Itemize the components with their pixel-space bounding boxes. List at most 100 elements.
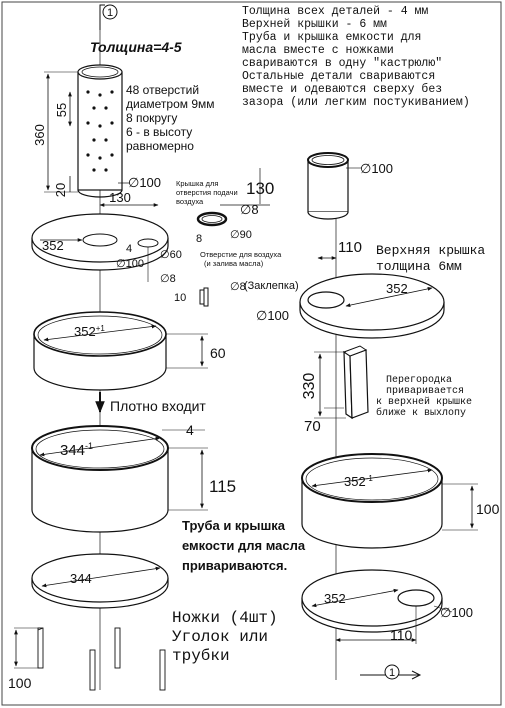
dim-352c: 352 bbox=[386, 281, 408, 296]
exhaust-pipe bbox=[307, 152, 349, 220]
dim-10: 10 bbox=[174, 292, 186, 304]
dim-60: 60 bbox=[210, 345, 226, 361]
svg-text:Ножки (4шт): Ножки (4шт) bbox=[172, 609, 278, 627]
section-marker-bottom-label: 1 bbox=[389, 667, 395, 679]
svg-text:Верхняя крышка: Верхняя крышка bbox=[376, 243, 485, 258]
dim-line-352e bbox=[311, 588, 399, 608]
dim-4b: 4 bbox=[186, 422, 194, 438]
svg-text:приваривается: приваривается bbox=[386, 386, 464, 397]
dim-line-344a bbox=[39, 436, 161, 457]
dim-55: 55 bbox=[54, 103, 69, 117]
svg-text:равномерно: равномерно bbox=[126, 139, 194, 153]
dim-d90: ∅90 bbox=[230, 229, 252, 241]
air-lid-ring bbox=[196, 211, 228, 227]
svg-text:емкости для масла: емкости для масла bbox=[182, 538, 306, 553]
left-lid bbox=[31, 213, 169, 271]
dim-d100-lid: ∅100 bbox=[116, 258, 144, 270]
dim-d8-lid: ∅8 bbox=[160, 273, 176, 285]
dim-110b: 110 bbox=[390, 627, 413, 643]
svg-text:трубки: трубки bbox=[172, 647, 230, 665]
svg-text:6 - в высоту: 6 - в высоту bbox=[126, 125, 192, 139]
section-marker-top bbox=[99, 4, 105, 30]
dim-line-352b bbox=[43, 324, 157, 342]
svg-text:Остальные детали свариваются: Остальные детали свариваются bbox=[242, 70, 435, 83]
partition-plate bbox=[342, 345, 369, 420]
svg-text:свариваются в одну "кастрюлю": свариваются в одну "кастрюлю" bbox=[242, 57, 442, 70]
svg-text:Перегородка: Перегородка bbox=[386, 375, 452, 386]
svg-text:(и залива масла): (и залива масла) bbox=[204, 259, 264, 268]
svg-text:воздуха: воздуха bbox=[176, 197, 204, 206]
svg-text:Верхней крышки - 6 мм: Верхней крышки - 6 мм bbox=[242, 18, 387, 31]
svg-text:Труба и крышка: Труба и крышка bbox=[182, 518, 286, 533]
rivet bbox=[199, 287, 209, 307]
dim-344b: 344 bbox=[70, 571, 92, 586]
dim-115: 115 bbox=[209, 477, 236, 496]
oil-container bbox=[31, 425, 169, 533]
partition-note: Перегородка приваривается к верхней крыш… bbox=[376, 375, 472, 419]
dim-100-leg: 100 bbox=[8, 675, 32, 691]
dim-4a: 4 bbox=[126, 243, 132, 255]
dim-d8-airlid: ∅8 bbox=[240, 202, 259, 217]
svg-text:Отверстие для воздуха: Отверстие для воздуха bbox=[200, 250, 282, 259]
dim-d100-toplid: ∅100 bbox=[256, 308, 289, 323]
air-hole-note: Отверстие для воздуха (и залива масла) bbox=[200, 250, 282, 268]
dim-8: 8 bbox=[196, 233, 202, 245]
dim-d60: ∅60 bbox=[160, 249, 182, 261]
perforated-pipe bbox=[77, 64, 123, 198]
legs-note: Ножки (4шт) Уголок или трубки bbox=[172, 609, 278, 665]
svg-text:48 отверстий: 48 отверстий bbox=[126, 83, 199, 97]
dim-line-352c bbox=[345, 287, 433, 307]
svg-text:к верхней крышке: к верхней крышке bbox=[376, 396, 472, 408]
section-marker-bottom-circle bbox=[384, 664, 400, 680]
dim-352b: 352+1 bbox=[74, 324, 105, 339]
dim-130a: 130 bbox=[109, 190, 131, 205]
welded-note: Труба и крышка емкости для масла привари… bbox=[182, 518, 306, 573]
top-lid bbox=[299, 273, 445, 339]
svg-text:8 покругу: 8 покругу bbox=[126, 111, 177, 125]
svg-text:Труба и крышка емкости для: Труба и крышка емкости для bbox=[242, 31, 421, 44]
svg-text:Толщина всех деталей - 4 мм: Толщина всех деталей - 4 мм bbox=[242, 5, 428, 18]
bottom-disc-right bbox=[301, 569, 443, 633]
section-marker-bottom-arrow bbox=[411, 670, 422, 680]
dim-110a: 110 bbox=[338, 239, 362, 256]
upper-ring bbox=[33, 311, 167, 391]
dim-360: 360 bbox=[32, 124, 47, 146]
svg-text:зазора (или легким постукивани: зазора (или легким постукиванием) bbox=[242, 96, 470, 109]
dim-d8-plug: ∅8 bbox=[230, 281, 246, 293]
leader-d100-bottom bbox=[433, 605, 453, 613]
svg-text:диаметром 9мм: диаметром 9мм bbox=[126, 97, 215, 111]
dim-d100-exhaust: ∅100 bbox=[360, 161, 393, 176]
dim-d100-pipe: ∅100 bbox=[128, 175, 161, 190]
holes-note: 48 отверстий диаметром 9мм 8 покругу 6 -… bbox=[126, 83, 215, 153]
dim-line-344b bbox=[41, 566, 161, 588]
svg-text:толщина 6мм: толщина 6мм bbox=[376, 259, 462, 274]
section-marker-top-circle bbox=[102, 4, 118, 20]
lower-right-ring bbox=[301, 453, 443, 549]
section-marker-top-label: 1 bbox=[107, 7, 113, 19]
dim-20: 20 bbox=[53, 183, 68, 197]
pipe-holes bbox=[86, 90, 114, 172]
dim-line-352d bbox=[311, 468, 433, 488]
svg-text:масла вместе с ножками: масла вместе с ножками bbox=[242, 44, 394, 57]
dim-352e: 352 bbox=[324, 591, 346, 606]
svg-text:Крышка для: Крышка для bbox=[176, 179, 218, 188]
svg-text:вместе и одеваются сверху без: вместе и одеваются сверху без bbox=[242, 83, 442, 96]
top-lid-note: Верхняя крышка толщина 6мм bbox=[376, 243, 485, 274]
dim-352a: 352 bbox=[42, 238, 64, 253]
svg-text:ближе к выхлопу: ближе к выхлопу bbox=[376, 406, 466, 419]
dim-d100-bottom: ∅100 bbox=[440, 605, 473, 620]
plug-label: (Заклепка) bbox=[244, 280, 299, 292]
air-lid-note: Крышка для отверстия подачи воздуха bbox=[176, 179, 238, 206]
dim-330: 330 bbox=[301, 373, 318, 400]
dim-352d: 352-1 bbox=[344, 474, 373, 489]
general-notes: Толщина всех деталей - 4 мм Верхней крыш… bbox=[242, 5, 470, 109]
svg-text:отверстия подачи: отверстия подачи bbox=[176, 188, 238, 197]
dim-344a: 344-1 bbox=[60, 441, 93, 459]
fits-tight-label: Плотно входит bbox=[110, 398, 206, 414]
dim-130b: 130 bbox=[246, 179, 274, 198]
oil-bottom-disc bbox=[31, 553, 169, 609]
legs bbox=[37, 627, 166, 691]
svg-text:Уголок или: Уголок или bbox=[172, 628, 268, 646]
svg-text:привариваются.: привариваются. bbox=[182, 558, 287, 573]
